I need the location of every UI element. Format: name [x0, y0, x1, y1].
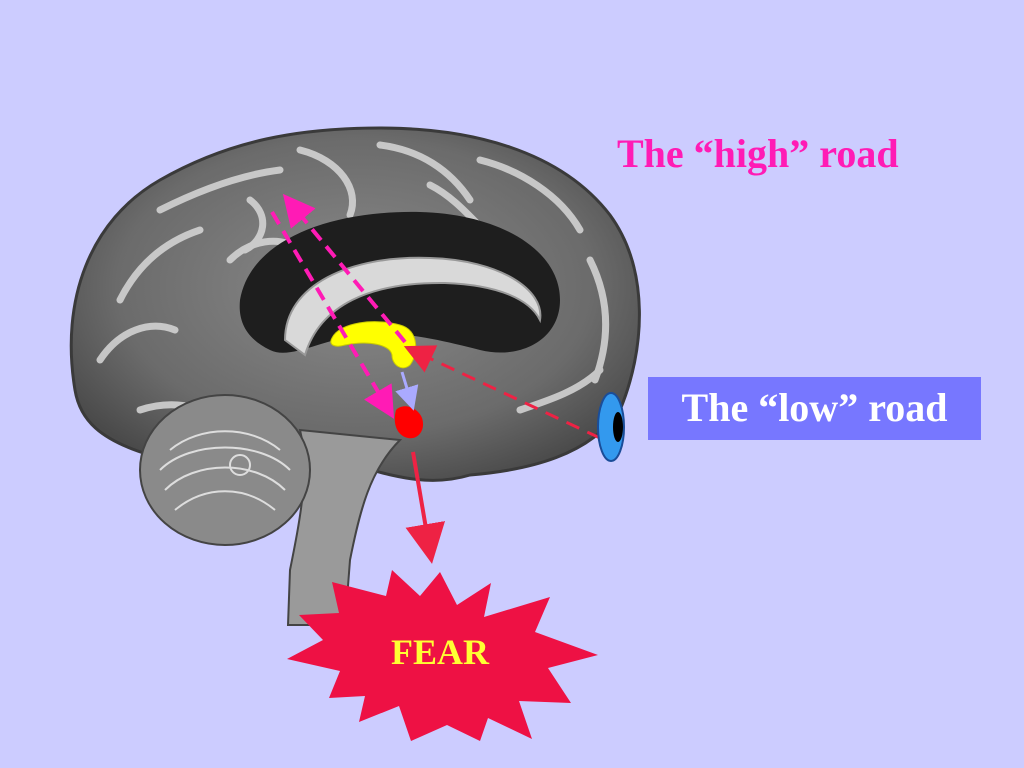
low-road-label-box: The “low” road [648, 377, 981, 440]
low-road-path [403, 345, 601, 440]
high-road-label: The “high” road [617, 131, 899, 176]
high-road-up-path [282, 193, 407, 344]
low-road-label: The “low” road [681, 385, 948, 430]
corpus-callosum [283, 256, 542, 357]
fear-starburst [287, 570, 598, 741]
cerebellum [139, 394, 311, 546]
high-road-down-path [270, 210, 395, 419]
cerebellum-folia [159, 430, 291, 511]
brain-illustration [69, 126, 641, 626]
amygdala [394, 406, 424, 439]
amygdala-to-fear-arrow [405, 451, 446, 564]
thalamus-to-amygdala-arrow [395, 371, 419, 411]
high-road-paths [270, 193, 407, 419]
eye-icon [597, 392, 625, 462]
fear-label: FEAR [391, 632, 489, 672]
